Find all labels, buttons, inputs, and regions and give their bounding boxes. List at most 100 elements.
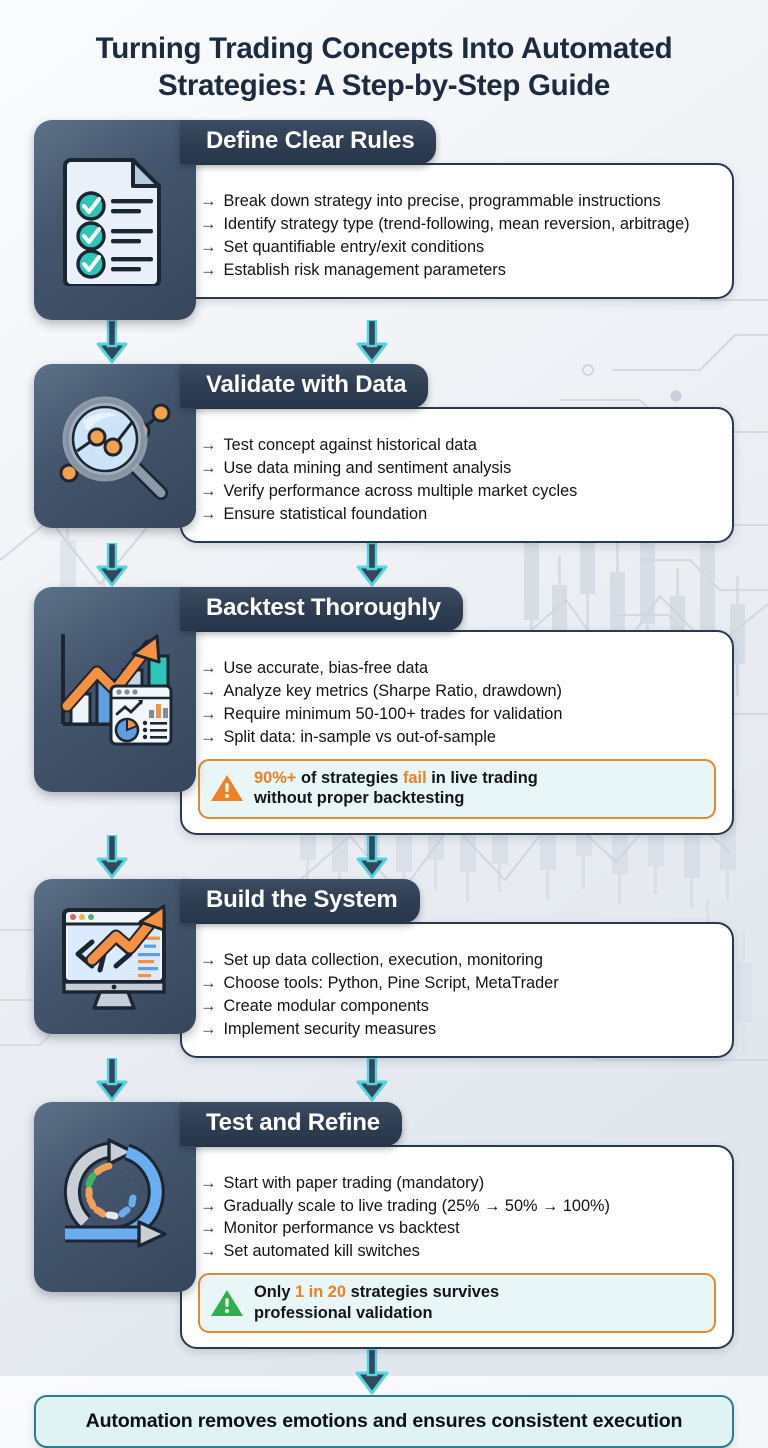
list-item: → Implement security measures — [198, 1019, 716, 1041]
arrow-bullet-icon: → — [200, 950, 217, 969]
magnifying-glass-chart-icon — [59, 396, 171, 501]
callout-text: Only 1 in 20 strategies survives profess… — [254, 1282, 499, 1323]
step-card-3: →Use accurate, bias-free data →Analyze k… — [180, 630, 734, 835]
callout-line-1: Only 1 in 20 strategies survives — [254, 1282, 499, 1303]
step-heading-2: Validate with Data — [180, 364, 429, 409]
arrow-bullet-icon: → — [200, 659, 217, 678]
list-item: →Break down strategy into precise, progr… — [198, 191, 716, 213]
step-heading-3: Backtest Thoroughly — [180, 587, 463, 632]
arrow-bullet-icon: → — [200, 682, 217, 700]
step-heading-5: Test and Refine — [180, 1101, 402, 1146]
arrow-bullet-icon: → — [200, 505, 217, 524]
arrow-bullet-icon: → — [200, 996, 217, 1015]
step-icon-tile-5 — [34, 1101, 196, 1292]
warning-triangle-green-icon — [211, 1289, 243, 1316]
bullet-text: Require minimum 50-100+ trades for valid… — [223, 704, 563, 723]
agile-cycle-icon — [63, 1137, 167, 1248]
list-item: → Set automated kill switches — [198, 1241, 716, 1263]
down-arrow-connector-icon — [356, 834, 388, 879]
bullet-text: Implement security measures — [223, 1019, 437, 1038]
step-card-1: →Break down strategy into precise, progr… — [180, 163, 734, 300]
arrow-bullet-icon: → — [200, 1242, 217, 1261]
list-item: → Set up data collection, execution, moni… — [198, 950, 716, 972]
connector-group-1 — [34, 320, 734, 364]
list-item: →Set quantifiable entry/exit conditions — [198, 237, 716, 259]
step-row-4: Build the System → Set up data collection… — [34, 878, 734, 1058]
down-arrow-connector-icon — [96, 1057, 128, 1102]
infographic-page: Turning Trading Concepts Into Automated … — [34, 32, 734, 1448]
list-item: → Start with paper trading (mandatory) — [198, 1173, 716, 1195]
callout-line-2: professional validation — [254, 1303, 433, 1322]
bullet-text: Start with paper trading (mandatory) — [223, 1173, 485, 1192]
callout-pre: Only — [254, 1283, 295, 1302]
bullet-text: Create modular components — [223, 996, 429, 1015]
down-arrow-connector-icon — [355, 1349, 389, 1395]
page-title: Turning Trading Concepts Into Automated … — [95, 32, 673, 103]
list-item: → Analyze key metrics (Sharpe Ratio, draw… — [198, 681, 716, 703]
step-bullets-2: →Test concept against historical data →U… — [198, 435, 716, 526]
step-heading-1: Define Clear Rules — [180, 120, 437, 165]
bullet-text: Set up data collection, execution, monit… — [223, 950, 544, 969]
step-icon-tile-3 — [34, 587, 196, 793]
callout-mid: strategies survives — [346, 1283, 500, 1302]
step-bullets-1: →Break down strategy into precise, progr… — [198, 191, 716, 282]
arrow-bullet-icon: → — [200, 1019, 217, 1038]
arrow-bullet-icon: → — [200, 215, 217, 234]
callout-post: in live trading — [426, 768, 538, 787]
step-icon-tile-4 — [34, 878, 196, 1034]
step-icon-tile-1 — [34, 120, 196, 321]
bullet-text: Analyze key metrics (Sharpe Ratio, drawd… — [223, 682, 562, 700]
step-card-col-1: Define Clear Rules →Break down strategy … — [180, 120, 734, 300]
bullet-text: Gradually scale to live trading (25% → 5… — [223, 1196, 610, 1215]
bullet-text: Set automated kill switches — [223, 1242, 420, 1261]
callout-highlight: 90%+ — [254, 768, 297, 787]
step-row-2: Validate with Data →Test concept against… — [34, 364, 734, 544]
down-arrow-connector-icon — [96, 320, 128, 364]
bullet-text: Split data: in-sample vs out-of-sample — [223, 727, 496, 746]
connector-group-final — [34, 1349, 734, 1395]
bar-chart-growth-icon — [60, 633, 173, 746]
list-item: →Verify performance across multiple mark… — [198, 481, 716, 503]
callout-highlight-2: fail — [402, 768, 427, 787]
step-card-col-2: Validate with Data →Test concept against… — [180, 364, 734, 544]
step-bullets-3: →Use accurate, bias-free data →Analyze k… — [198, 658, 716, 749]
callout-line-1: 90%+ of strategies fail in live trading — [254, 768, 538, 789]
bullet-text: Monitor performance vs backtest — [223, 1219, 460, 1238]
callout-refine: Only 1 in 20 strategies survives profess… — [198, 1273, 716, 1334]
step-card-col-3: Backtest Thoroughly →Use accurate, bias-… — [180, 587, 734, 835]
arrow-bullet-icon: → — [200, 1173, 217, 1192]
list-item: → Create modular components — [198, 996, 716, 1018]
bullet-text: Ensure statistical foundation — [223, 505, 428, 524]
monitor-code-icon — [62, 904, 166, 1011]
step-card-col-5: Test and Refine → Start with paper tradin… — [180, 1101, 734, 1350]
step-icon-tile-2 — [34, 364, 196, 529]
list-item: → Split data: in-sample vs out-of-sample — [198, 727, 716, 749]
bullet-text: Set quantifiable entry/exit conditions — [223, 238, 485, 257]
arrow-bullet-icon: → — [200, 704, 217, 723]
callout-backtest: 90%+ of strategies fail in live trading … — [198, 758, 716, 819]
arrow-bullet-icon: → — [200, 459, 217, 478]
step-card-2: →Test concept against historical data →U… — [180, 407, 734, 544]
list-item: →Establish risk management parameters — [198, 260, 716, 282]
callout-mid: of strategies — [296, 768, 403, 787]
arrow-bullet-icon: → — [200, 261, 217, 280]
arrow-bullet-icon: → — [200, 1196, 217, 1215]
bullet-text: Identify strategy type (trend-following,… — [223, 215, 690, 234]
list-item: → Choose tools: Python, Pine Script, Meta… — [198, 973, 716, 995]
arrow-bullet-icon: → — [200, 973, 217, 992]
step-row-3: Backtest Thoroughly →Use accurate, bias-… — [34, 587, 734, 835]
arrow-bullet-icon: → — [200, 727, 217, 746]
callout-line-2: without proper backtesting — [254, 789, 465, 808]
footer-banner: Automation removes emotions and ensures … — [34, 1395, 734, 1448]
list-item: →Test concept against historical data — [198, 435, 716, 457]
down-arrow-connector-icon — [356, 543, 388, 587]
list-item: → Gradually scale to live trading (25% → … — [198, 1196, 716, 1218]
list-item: → Identify strategy type (trend-following… — [198, 214, 716, 236]
arrow-bullet-icon: → — [200, 192, 217, 211]
bullet-text: Choose tools: Python, Pine Script, MetaT… — [223, 973, 559, 992]
arrow-bullet-icon: → — [200, 1219, 217, 1238]
down-arrow-connector-icon — [356, 320, 388, 364]
arrow-bullet-icon: → — [200, 482, 217, 501]
connector-group-4 — [34, 1057, 734, 1102]
step-heading-4: Build the System — [180, 878, 420, 923]
